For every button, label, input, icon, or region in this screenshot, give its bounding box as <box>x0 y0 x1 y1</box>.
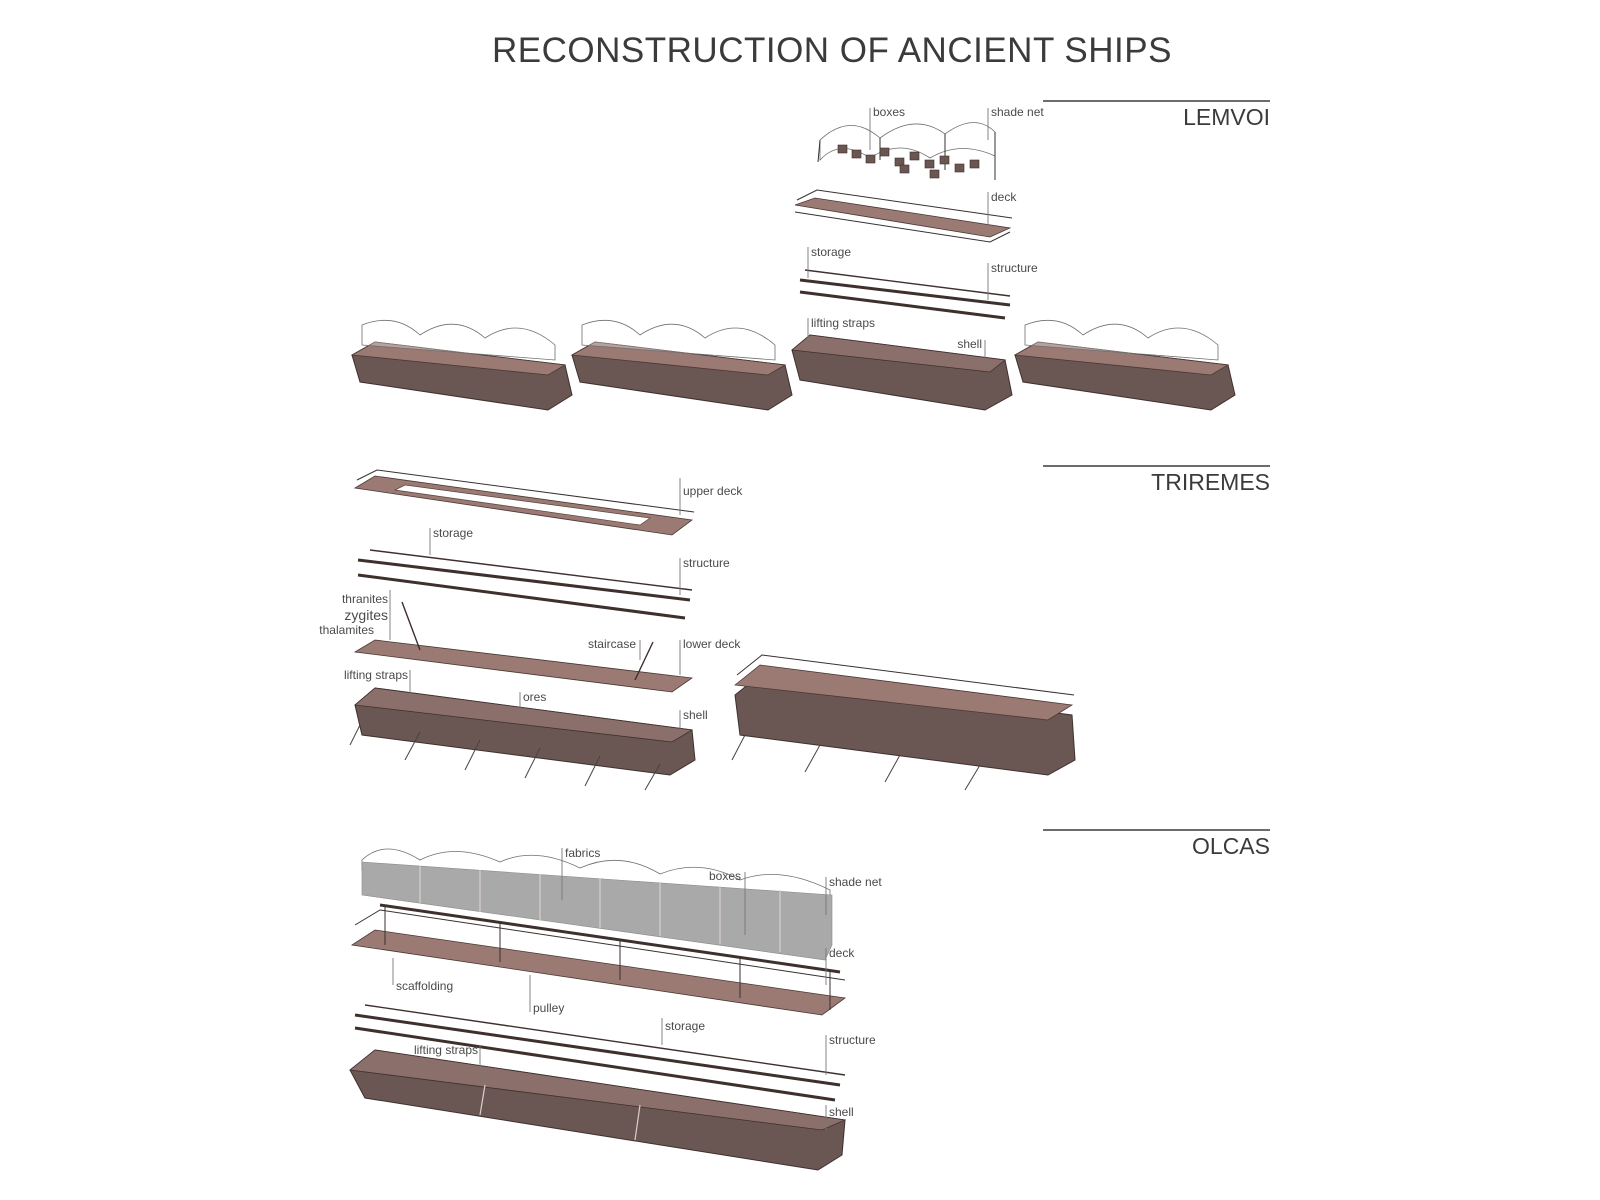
section-lemvoi: LEMVOI <box>350 100 1270 411</box>
lemvoi-label-deck: deck <box>991 190 1017 204</box>
triremes-label-ores: ores <box>523 690 546 704</box>
triremes-label-thranites: thranites <box>342 592 388 606</box>
lemvoi-label-storage: storage <box>811 245 851 259</box>
triremes-label-thalamites: thalamites <box>319 623 374 637</box>
olcas-label-structure: structure <box>829 1033 876 1047</box>
olcas-label-shell: shell <box>829 1105 854 1119</box>
lemvoi-label-shell: shell <box>957 337 982 351</box>
triremes-label-lower-deck: lower deck <box>683 637 741 651</box>
lemvoi-heading: LEMVOI <box>1183 104 1270 130</box>
olcas-label-pulley: pulley <box>533 1001 564 1015</box>
lemvoi-label-shade-net: shade net <box>991 105 1044 119</box>
triremes-label-staircase: staircase <box>588 637 636 651</box>
triremes-label-structure: structure <box>683 556 730 570</box>
triremes-label-upper-deck: upper deck <box>683 484 743 498</box>
lemvoi-structure-layer <box>799 269 1011 320</box>
lemvoi-label-structure: structure <box>991 261 1038 275</box>
triremes-label-zygites: zygites <box>344 607 388 623</box>
lemvoi-shade-net-layer <box>817 122 996 180</box>
triremes-structure-layer <box>357 549 693 620</box>
olcas-fabrics-layer <box>361 848 833 961</box>
olcas-label-boxes: boxes <box>709 869 741 883</box>
olcas-shell-layer <box>349 1049 847 1171</box>
olcas-label-lifting-straps: lifting straps <box>414 1043 478 1057</box>
triremes-label-shell: shell <box>683 708 708 722</box>
triremes-label-storage: storage <box>433 526 473 540</box>
page-title: RECONSTRUCTION OF ANCIENT SHIPS <box>492 31 1172 70</box>
olcas-structure-layer <box>354 1004 846 1102</box>
lemvoi-label-lifting-straps: lifting straps <box>811 316 875 330</box>
triremes-heading: TRIREMES <box>1151 469 1270 495</box>
lemvoi-deck-layer <box>794 189 1013 243</box>
lemvoi-assembled-ship-3 <box>1013 319 1236 411</box>
olcas-deck-layer <box>350 903 847 1016</box>
triremes-shell-layer <box>349 687 696 791</box>
olcas-label-fabrics: fabrics <box>565 846 600 860</box>
olcas-label-shade-net: shade net <box>829 875 882 889</box>
triremes-label-lifting-straps: lifting straps <box>344 668 408 682</box>
section-triremes: TRIREMES <box>319 465 1270 791</box>
triremes-lower-deck-layer <box>353 601 694 693</box>
triremes-upper-deck-layer <box>353 469 695 536</box>
lemvoi-assembled-ship-2 <box>570 319 793 411</box>
olcas-label-scaffolding: scaffolding <box>396 979 453 993</box>
olcas-label-storage: storage <box>665 1019 705 1033</box>
triremes-assembled-ship <box>731 654 1076 791</box>
lemvoi-assembled-ship-1 <box>350 319 573 411</box>
section-olcas: OLCAS <box>349 829 1270 1171</box>
lemvoi-shell-layer <box>791 334 1013 411</box>
lemvoi-label-boxes: boxes <box>873 105 905 119</box>
olcas-heading: OLCAS <box>1192 833 1270 859</box>
olcas-label-deck: deck <box>829 946 855 960</box>
